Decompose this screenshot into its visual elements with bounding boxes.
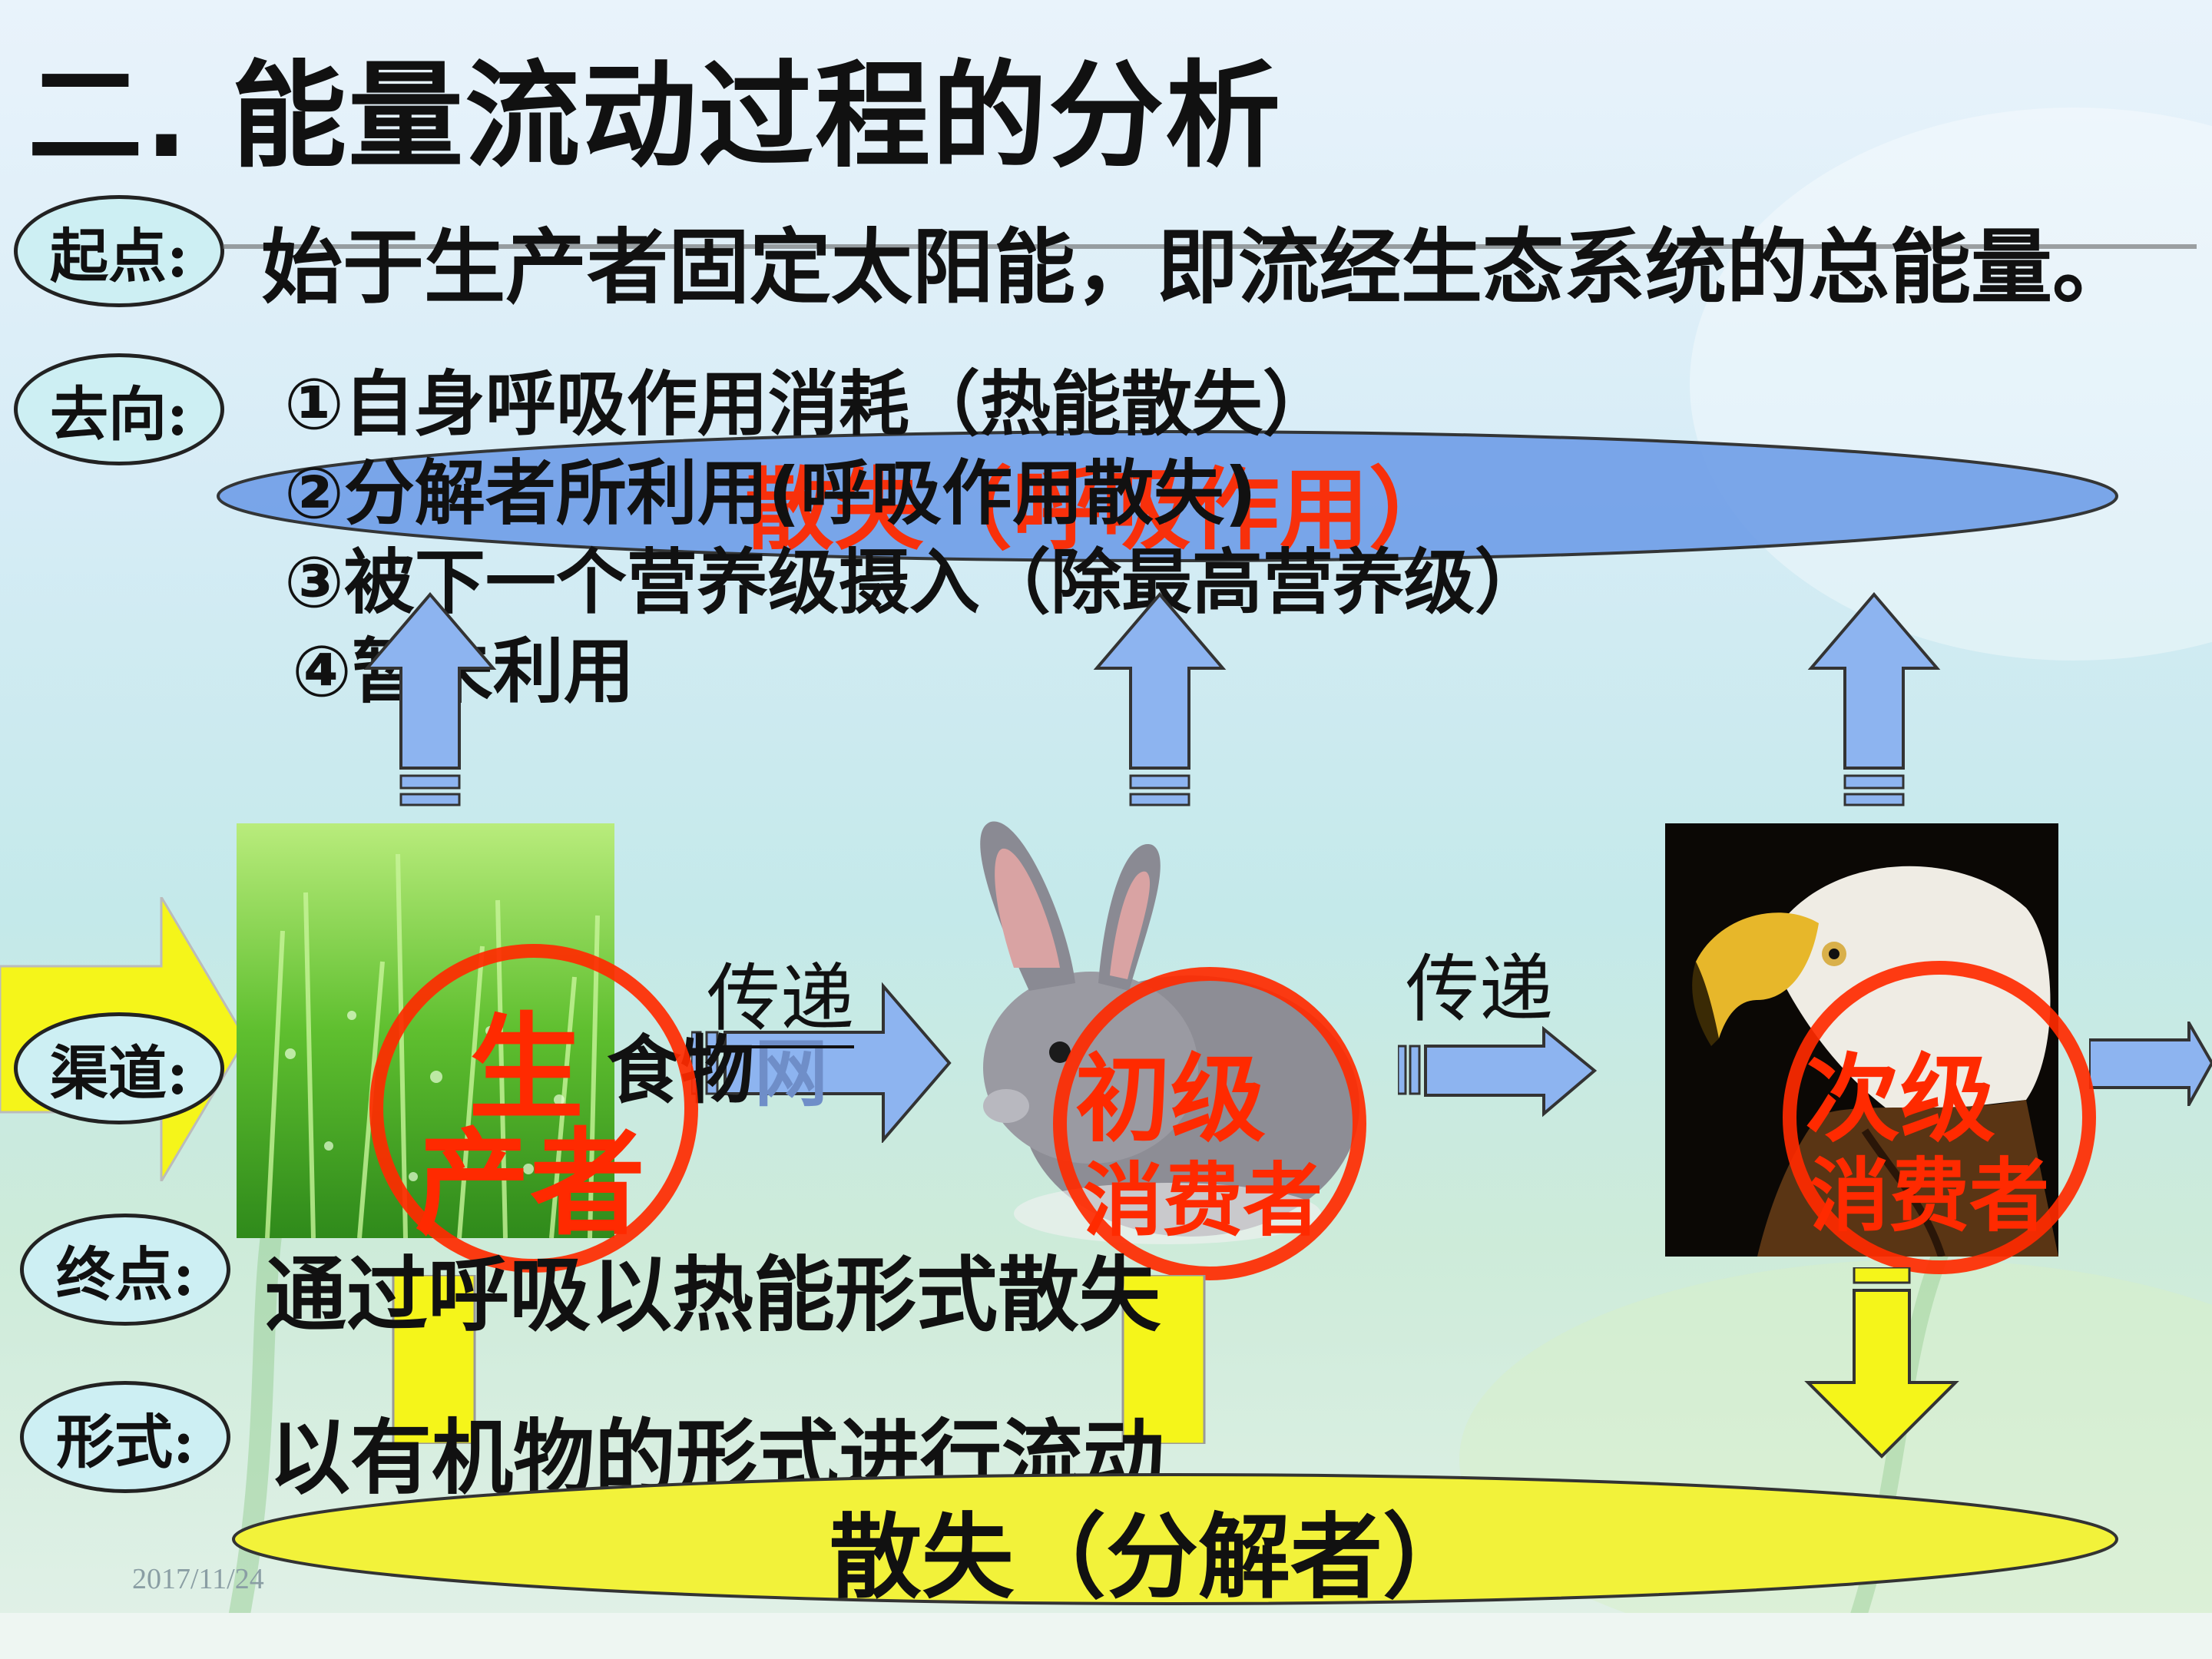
direction-label: 去向: (14, 353, 224, 465)
direction-item-3: ③被下一个营养级摄入（除最高营养级） (284, 541, 1545, 624)
down-arrow-icon (392, 1275, 476, 1444)
transfer-label-1: 传递 (707, 939, 854, 1048)
producer-stamp-circle (369, 944, 698, 1273)
right-arrow-icon (2089, 1022, 2212, 1106)
up-arrow-icon (363, 591, 497, 806)
channel-label: 渠道: (14, 1012, 224, 1124)
bottom-ellipse-text: 散失（分解者） (830, 1503, 1475, 1611)
top-ellipse (217, 430, 2118, 562)
end-text: 通过呼吸以热能形式散失 (265, 1248, 1161, 1343)
start-text: 始于生产者固定太阳能，即流经生态系统的总能量。 (261, 220, 2134, 315)
bottom-ellipse (232, 1473, 2118, 1605)
right-arrow-icon (1398, 1026, 1598, 1118)
form-label: 形式: (20, 1381, 230, 1493)
up-arrow-icon (1093, 591, 1227, 806)
producer-stamp-line2: 产者 (415, 1116, 646, 1251)
direction-item-2: ②分解者所利用(呼吸作用散失) (284, 452, 1257, 535)
transfer-label-2: 传递 (1406, 946, 1553, 1032)
secondary-consumer-stamp-line2: 消费者 (1810, 1148, 2050, 1243)
primary-consumer-stamp-line1: 初级 (1075, 1044, 1267, 1155)
rabbit-image (980, 821, 1359, 1244)
channel-text-2: 网 (754, 1031, 828, 1117)
slide-date: 2017/11/24 (132, 1563, 264, 1595)
direction-item-1: ①自身呼吸作用消耗（热能散失） (284, 363, 1333, 445)
end-label: 终点: (20, 1214, 230, 1326)
secondary-consumer-stamp-line1: 次级 (1805, 1044, 1996, 1155)
grass-image (237, 823, 614, 1238)
producer-stamp-line1: 生 (469, 1001, 584, 1136)
primary-consumer-stamp-line2: 消费者 (1083, 1153, 1323, 1247)
up-arrow-icon (1807, 591, 1941, 806)
start-underline (223, 244, 2197, 249)
secondary-consumer-stamp-circle (1783, 961, 2096, 1274)
primary-consumer-stamp-circle (1053, 967, 1366, 1280)
eagle-image (1665, 823, 2058, 1257)
start-label: 起点: (14, 195, 224, 307)
page-title: 二. 能量流动过程的分析 (28, 50, 1283, 184)
down-arrow-icon (1804, 1267, 1959, 1459)
top-ellipse-text: 散失（呼吸作用） (745, 458, 1458, 562)
down-arrow-icon (1121, 1275, 1206, 1444)
